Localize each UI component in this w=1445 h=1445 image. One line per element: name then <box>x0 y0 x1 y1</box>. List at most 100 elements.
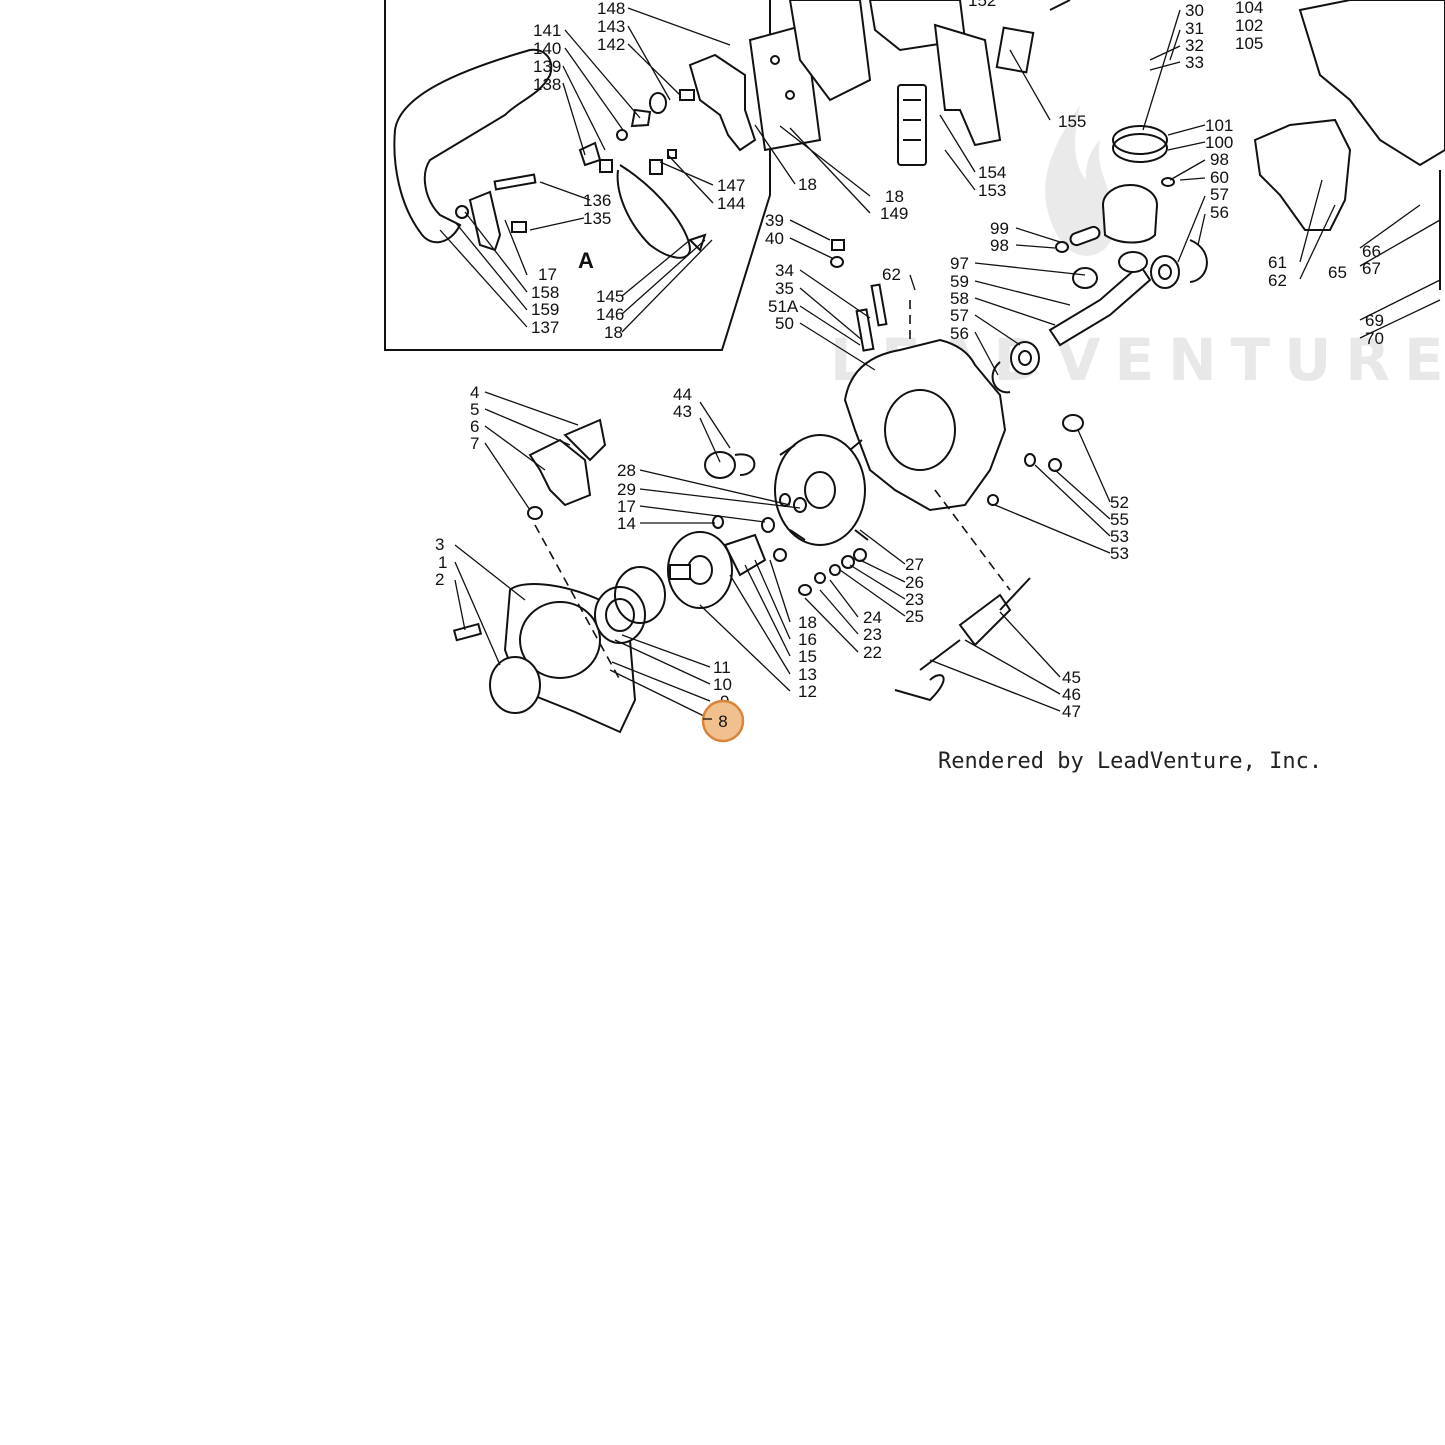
part-label[interactable]: 25 <box>905 607 924 626</box>
part-label[interactable]: 62 <box>1268 271 1287 290</box>
part-label[interactable]: 105 <box>1235 34 1263 53</box>
part-label[interactable]: 144 <box>717 194 745 213</box>
crankcase-part[interactable] <box>843 283 1007 512</box>
part-label[interactable]: 136 <box>583 191 611 210</box>
part-label[interactable]: 18 <box>798 613 817 632</box>
part-label[interactable]: 1 <box>438 553 447 572</box>
part-label[interactable]: 23 <box>863 625 882 644</box>
crankshaft-part[interactable] <box>1048 251 1152 347</box>
part-label[interactable]: 99 <box>990 219 1009 238</box>
highlighted-part-marker[interactable]: 8 <box>701 699 745 743</box>
part-label[interactable]: 135 <box>583 209 611 228</box>
starter-cover-part[interactable] <box>489 656 541 714</box>
part-label[interactable]: 66 <box>1362 242 1381 261</box>
part-label[interactable]: 32 <box>1185 36 1204 55</box>
part-label[interactable]: 69 <box>1365 311 1384 330</box>
part-label[interactable]: 6 <box>470 417 479 436</box>
part-label[interactable]: 98 <box>1210 150 1229 169</box>
part-label[interactable]: 7 <box>470 434 479 453</box>
part-label[interactable]: 2 <box>435 570 444 589</box>
part-label[interactable]: 17 <box>538 265 557 284</box>
part-label[interactable]: 16 <box>798 630 817 649</box>
part-label[interactable]: 35 <box>775 279 794 298</box>
flywheel-part[interactable] <box>774 434 869 546</box>
crankcase-half-right-part[interactable] <box>1298 0 1445 167</box>
part-label[interactable]: 139 <box>533 57 561 76</box>
part-label[interactable]: 17 <box>617 497 636 516</box>
part-label[interactable]: 18 <box>604 323 623 342</box>
part-label[interactable]: 29 <box>617 480 636 499</box>
part-label[interactable]: 159 <box>531 300 559 319</box>
part-label[interactable]: 62 <box>882 265 901 284</box>
part-label[interactable]: 141 <box>533 21 561 40</box>
part-label[interactable]: 13 <box>798 665 817 684</box>
handle-bracket-part[interactable] <box>455 190 502 252</box>
part-label[interactable]: 154 <box>978 163 1006 182</box>
part-label[interactable]: 158 <box>531 283 559 302</box>
part-label[interactable]: 53 <box>1110 527 1129 546</box>
part-label[interactable]: 58 <box>950 289 969 308</box>
part-label[interactable]: 4 <box>470 383 479 402</box>
part-label[interactable]: 57 <box>950 306 969 325</box>
part-label[interactable]: 27 <box>905 555 924 574</box>
chain-brake-lever-part[interactable] <box>688 53 757 152</box>
part-label[interactable]: 98 <box>990 236 1009 255</box>
part-label[interactable]: 137 <box>531 318 559 337</box>
part-label[interactable]: 61 <box>1268 253 1287 272</box>
part-label[interactable]: 57 <box>1210 185 1229 204</box>
ignition-module-part[interactable] <box>704 451 756 479</box>
part-label[interactable]: 15 <box>798 647 817 666</box>
part-label[interactable]: 55 <box>1110 510 1129 529</box>
part-label[interactable]: 147 <box>717 176 745 195</box>
part-label[interactable]: 153 <box>978 181 1006 200</box>
part-label[interactable]: 22 <box>863 643 882 662</box>
part-label[interactable]: 100 <box>1205 133 1233 152</box>
part-label[interactable]: 97 <box>950 254 969 273</box>
part-label[interactable]: 148 <box>597 0 625 18</box>
part-label[interactable]: 56 <box>1210 203 1229 222</box>
part-label[interactable]: 138 <box>533 75 561 94</box>
part-label[interactable]: 67 <box>1362 259 1381 278</box>
cylinder-cover-part[interactable] <box>788 0 967 102</box>
part-label[interactable]: 10 <box>713 675 732 694</box>
oil-pump-part[interactable] <box>894 577 1031 702</box>
part-label[interactable]: 70 <box>1365 329 1384 348</box>
part-label[interactable]: 46 <box>1062 685 1081 704</box>
small-hardware-parts[interactable] <box>712 239 1084 596</box>
part-label[interactable]: 140 <box>533 39 561 58</box>
part-label[interactable]: 43 <box>673 402 692 421</box>
part-label[interactable]: 26 <box>905 573 924 592</box>
part-label[interactable]: 40 <box>765 229 784 248</box>
part-label[interactable]: 24 <box>863 608 882 627</box>
part-label[interactable]: 30 <box>1185 1 1204 20</box>
part-label[interactable]: 102 <box>1235 16 1263 35</box>
bearing-part[interactable] <box>991 239 1208 394</box>
muffler-part[interactable] <box>933 23 1035 147</box>
piston-part[interactable] <box>1102 177 1175 244</box>
part-label[interactable]: 52 <box>1110 493 1129 512</box>
part-label[interactable]: 104 <box>1235 0 1263 17</box>
part-label[interactable]: 34 <box>775 261 794 280</box>
part-label[interactable]: 155 <box>1058 112 1086 131</box>
part-label[interactable]: 142 <box>597 35 625 54</box>
part-label[interactable]: 56 <box>950 324 969 343</box>
part-label[interactable]: 39 <box>765 211 784 230</box>
piston-pin-part[interactable] <box>1055 225 1101 253</box>
part-label[interactable]: 33 <box>1185 53 1204 72</box>
part-label[interactable]: 65 <box>1328 263 1347 282</box>
part-label[interactable]: 146 <box>596 305 624 324</box>
pin-parts[interactable] <box>493 108 652 233</box>
spring-parts[interactable] <box>649 89 707 252</box>
rewind-spring-part[interactable] <box>594 566 666 644</box>
part-label[interactable]: 143 <box>597 17 625 36</box>
part-label[interactable]: 31 <box>1185 19 1204 38</box>
part-label[interactable]: 50 <box>775 314 794 333</box>
part-label[interactable]: 45 <box>1062 668 1081 687</box>
part-label[interactable]: 51A <box>768 297 799 316</box>
crankcase-gasket-part[interactable] <box>1253 118 1352 231</box>
chain-adjuster-part[interactable] <box>527 418 607 520</box>
part-label[interactable]: 149 <box>880 204 908 223</box>
clutch-drum-part[interactable] <box>667 531 733 609</box>
part-label[interactable]: 28 <box>617 461 636 480</box>
part-label[interactable]: 18 <box>798 175 817 194</box>
